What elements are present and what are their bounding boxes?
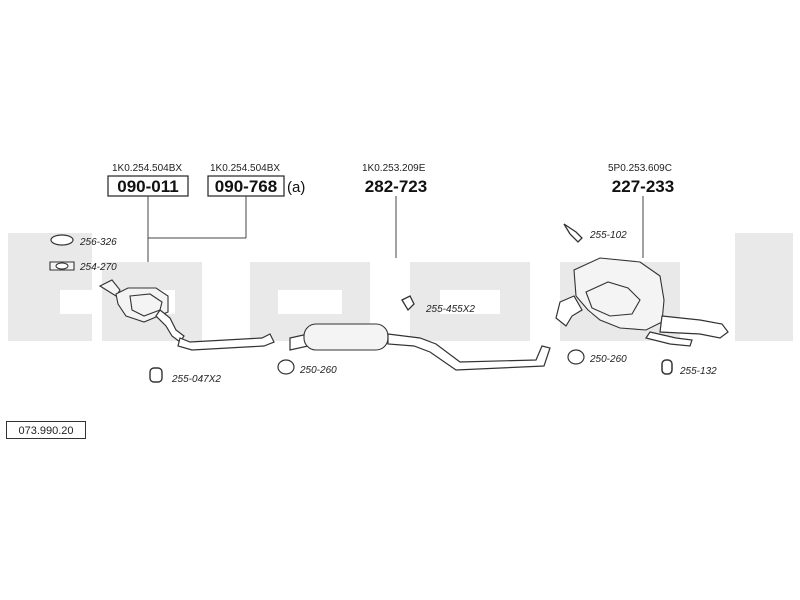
accessory-255-102[interactable]: 255-102 xyxy=(563,223,627,243)
accessory-code: 256-326 xyxy=(79,237,117,248)
accessory-code: 255-455X2 xyxy=(425,304,475,315)
part-block-3[interactable]: 1K0.253.209E 282-723 xyxy=(362,163,427,196)
clamp-icon xyxy=(277,359,295,375)
part-number: 090-768 xyxy=(215,177,277,196)
part-block-4[interactable]: 5P0.253.609C 227-233 xyxy=(608,163,674,196)
part-suffix: (a) xyxy=(287,179,305,196)
accessory-code: 254-270 xyxy=(79,262,117,273)
oe-number: 1K0.254.504BX xyxy=(210,163,280,174)
oe-number: 1K0.253.209E xyxy=(362,163,426,174)
accessory-250-260-rear[interactable]: 250-260 xyxy=(567,349,627,365)
accessory-code: 255-047X2 xyxy=(171,374,221,385)
rubber-mount-icon xyxy=(149,367,163,383)
accessory-code: 250-260 xyxy=(589,354,627,365)
part-block-2[interactable]: 1K0.254.504BX 090-768 (a) xyxy=(207,163,305,197)
rear-silencer[interactable] xyxy=(555,257,729,347)
part-number: 282-723 xyxy=(365,177,427,196)
gasket-ring-icon xyxy=(50,234,74,246)
middle-silencer[interactable] xyxy=(289,323,551,371)
leader-lines xyxy=(147,196,644,262)
accessory-code: 255-102 xyxy=(589,230,627,241)
diagram-id-label: 073.990.20 xyxy=(6,421,86,439)
accessory-code: 255-132 xyxy=(679,366,717,377)
accessory-250-260-front[interactable]: 250-260 xyxy=(277,359,337,376)
clamp-icon xyxy=(567,349,585,365)
part-block-1[interactable]: 1K0.254.504BX 090-011 xyxy=(107,163,189,197)
part-number: 090-011 xyxy=(117,177,178,196)
catalytic-converter[interactable] xyxy=(98,279,275,351)
oe-number: 1K0.254.504BX xyxy=(112,163,182,174)
hanger-strap-icon xyxy=(563,223,583,243)
accessory-255-455X2[interactable]: 255-455X2 xyxy=(401,295,475,315)
accessory-code: 250-260 xyxy=(299,365,337,376)
part-number: 227-233 xyxy=(612,177,674,196)
accessory-254-270[interactable]: 254-270 xyxy=(49,261,117,273)
hanger-bracket-icon xyxy=(401,295,415,312)
rubber-ring-icon xyxy=(661,359,673,375)
accessory-255-132[interactable]: 255-132 xyxy=(661,359,717,377)
accessory-255-047X2[interactable]: 255-047X2 xyxy=(149,367,221,385)
oe-number: 5P0.253.609C xyxy=(608,163,672,174)
accessory-256-326[interactable]: 256-326 xyxy=(50,234,117,248)
